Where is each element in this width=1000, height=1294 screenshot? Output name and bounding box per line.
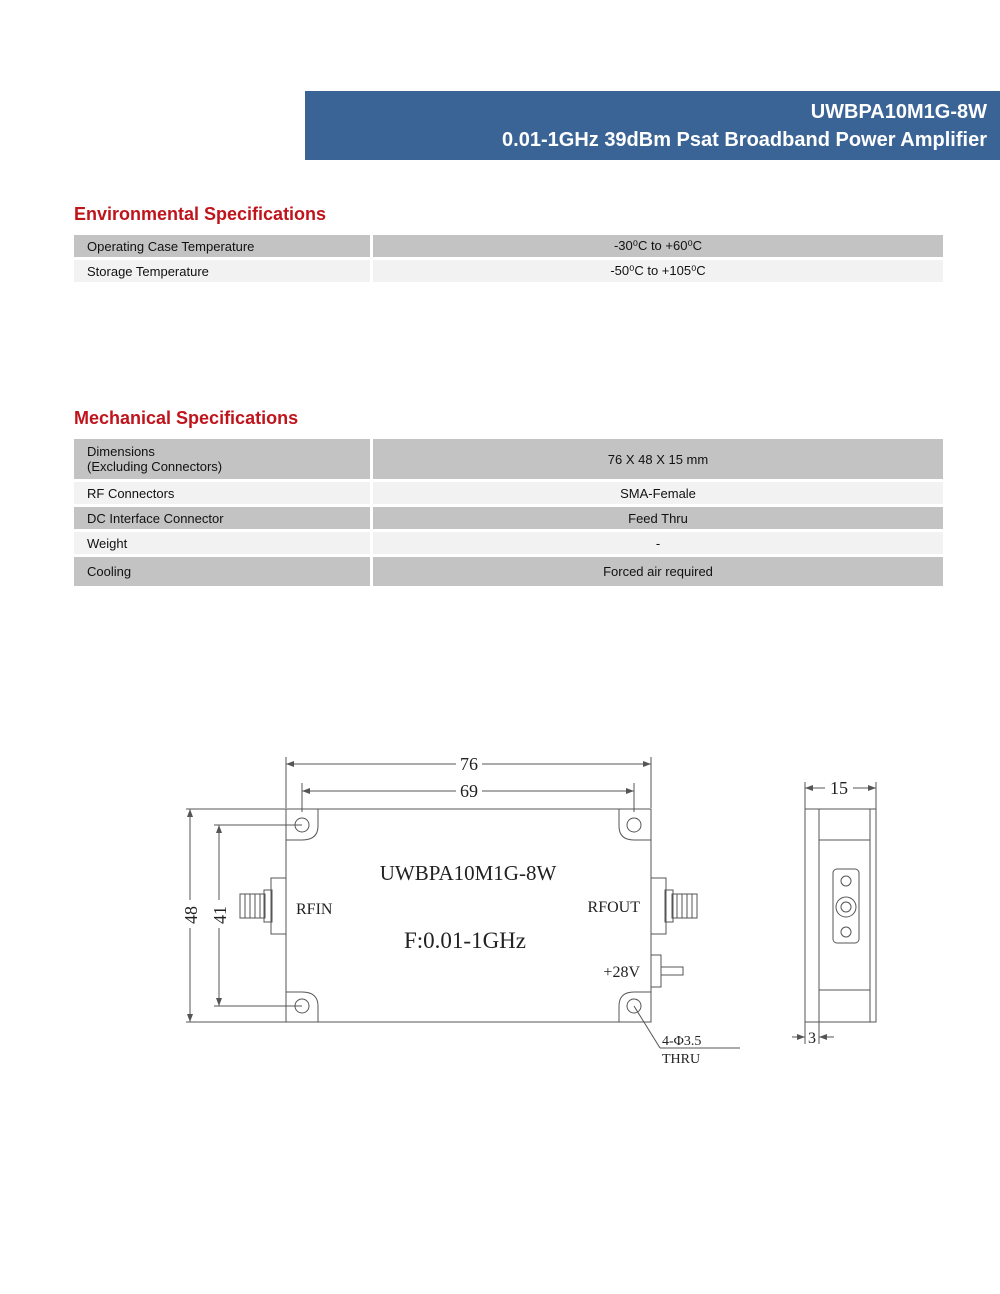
spec-value: -30⁰C to +60⁰C: [373, 235, 943, 257]
body-freq-label: F:0.01-1GHz: [404, 928, 526, 953]
body-model-label: UWBPA10M1G-8W: [380, 861, 557, 885]
spec-label: Cooling: [74, 557, 373, 586]
table-row: Operating Case Temperature -30⁰C to +60⁰…: [74, 235, 943, 257]
dc-label: +28V: [603, 964, 640, 981]
dim-length: 76: [460, 754, 478, 774]
spec-value: 76 X 48 X 15 mm: [373, 439, 943, 479]
table-row: Cooling Forced air required: [74, 557, 943, 586]
environmental-table: Operating Case Temperature -30⁰C to +60⁰…: [74, 232, 943, 285]
spec-label: DC Interface Connector: [74, 507, 373, 529]
spec-value: -: [373, 532, 943, 554]
rf-out-label: RFOUT: [588, 899, 641, 916]
dim-height: 48: [181, 906, 201, 924]
model-title: UWBPA10M1G-8W: [810, 101, 987, 123]
spec-value: Feed Thru: [373, 507, 943, 529]
spec-label: Operating Case Temperature: [74, 235, 373, 257]
spec-label: Weight: [74, 532, 373, 554]
spec-label-line2: (Excluding Connectors): [87, 459, 223, 474]
spec-label-line1: Dimensions: [87, 444, 155, 459]
spec-value: -50⁰C to +105⁰C: [373, 260, 943, 282]
table-row: Dimensions (Excluding Connectors) 76 X 4…: [74, 439, 943, 479]
product-subtitle: 0.01-1GHz 39dBm Psat Broadband Power Amp…: [502, 129, 987, 151]
table-row: Storage Temperature -50⁰C to +105⁰C: [74, 260, 943, 282]
spec-value: SMA-Female: [373, 482, 943, 504]
dim-hole-height: 41: [210, 906, 230, 924]
table-row: DC Interface Connector Feed Thru: [74, 507, 943, 529]
table-row: RF Connectors SMA-Female: [74, 482, 943, 504]
hole-note-thru: THRU: [662, 1052, 700, 1067]
spec-label: Dimensions (Excluding Connectors): [74, 439, 373, 479]
environmental-title: Environmental Specifications: [74, 204, 327, 224]
mechanical-drawing: 76 69 48 41 UWBPA10M1G-8W F:0.01-1GHz RF…: [181, 754, 877, 1067]
table-row: Weight -: [74, 532, 943, 554]
spec-label: Storage Temperature: [74, 260, 373, 282]
spec-value: Forced air required: [373, 557, 943, 586]
dim-depth: 15: [830, 778, 848, 798]
mechanical-title: Mechanical Specifications: [74, 408, 299, 428]
spec-label: RF Connectors: [74, 482, 373, 504]
hole-note: 4-Φ3.5: [662, 1034, 701, 1049]
rf-in-label: RFIN: [296, 901, 333, 918]
dim-offset: 3: [808, 1030, 816, 1047]
mechanical-table: Dimensions (Excluding Connectors) 76 X 4…: [74, 436, 943, 589]
dim-hole-span: 69: [460, 781, 478, 801]
header-banner: UWBPA10M1G-8W 0.01-1GHz 39dBm Psat Broad…: [305, 91, 1000, 160]
